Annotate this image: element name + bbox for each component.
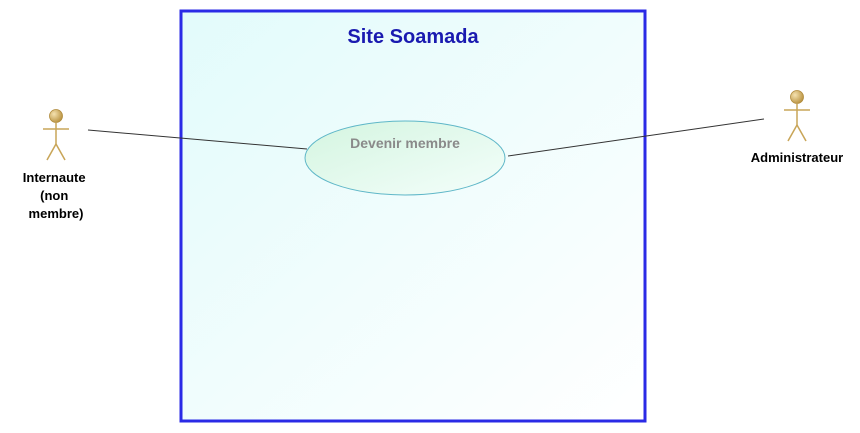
use-case-ellipse — [304, 120, 506, 196]
use-case-devenir-membre[interactable]: Devenir membre — [304, 120, 506, 196]
actor-administrateur[interactable]: Administrateur — [751, 90, 843, 166]
association-administrateur-devenir-membre — [507, 118, 765, 157]
stick-figure-icon — [784, 90, 810, 142]
actor-internaute[interactable]: Internaute (non membre) — [23, 109, 89, 222]
system-boundary — [179, 9, 647, 423]
association-internaute-devenir-membre — [87, 129, 308, 150]
actor-label-line: Administrateur — [751, 150, 843, 165]
actor-label: Administrateur — [751, 150, 843, 165]
use-case-label: Devenir membre — [350, 135, 460, 151]
actor-label-line: membre) — [29, 206, 84, 221]
actor-label: Internaute (non membre) — [23, 170, 89, 221]
actor-label-line: Internaute — [23, 170, 86, 185]
system-title: Site Soamada — [347, 26, 479, 48]
stick-figure-icon — [43, 109, 69, 161]
actor-label-line: (non — [40, 188, 68, 203]
